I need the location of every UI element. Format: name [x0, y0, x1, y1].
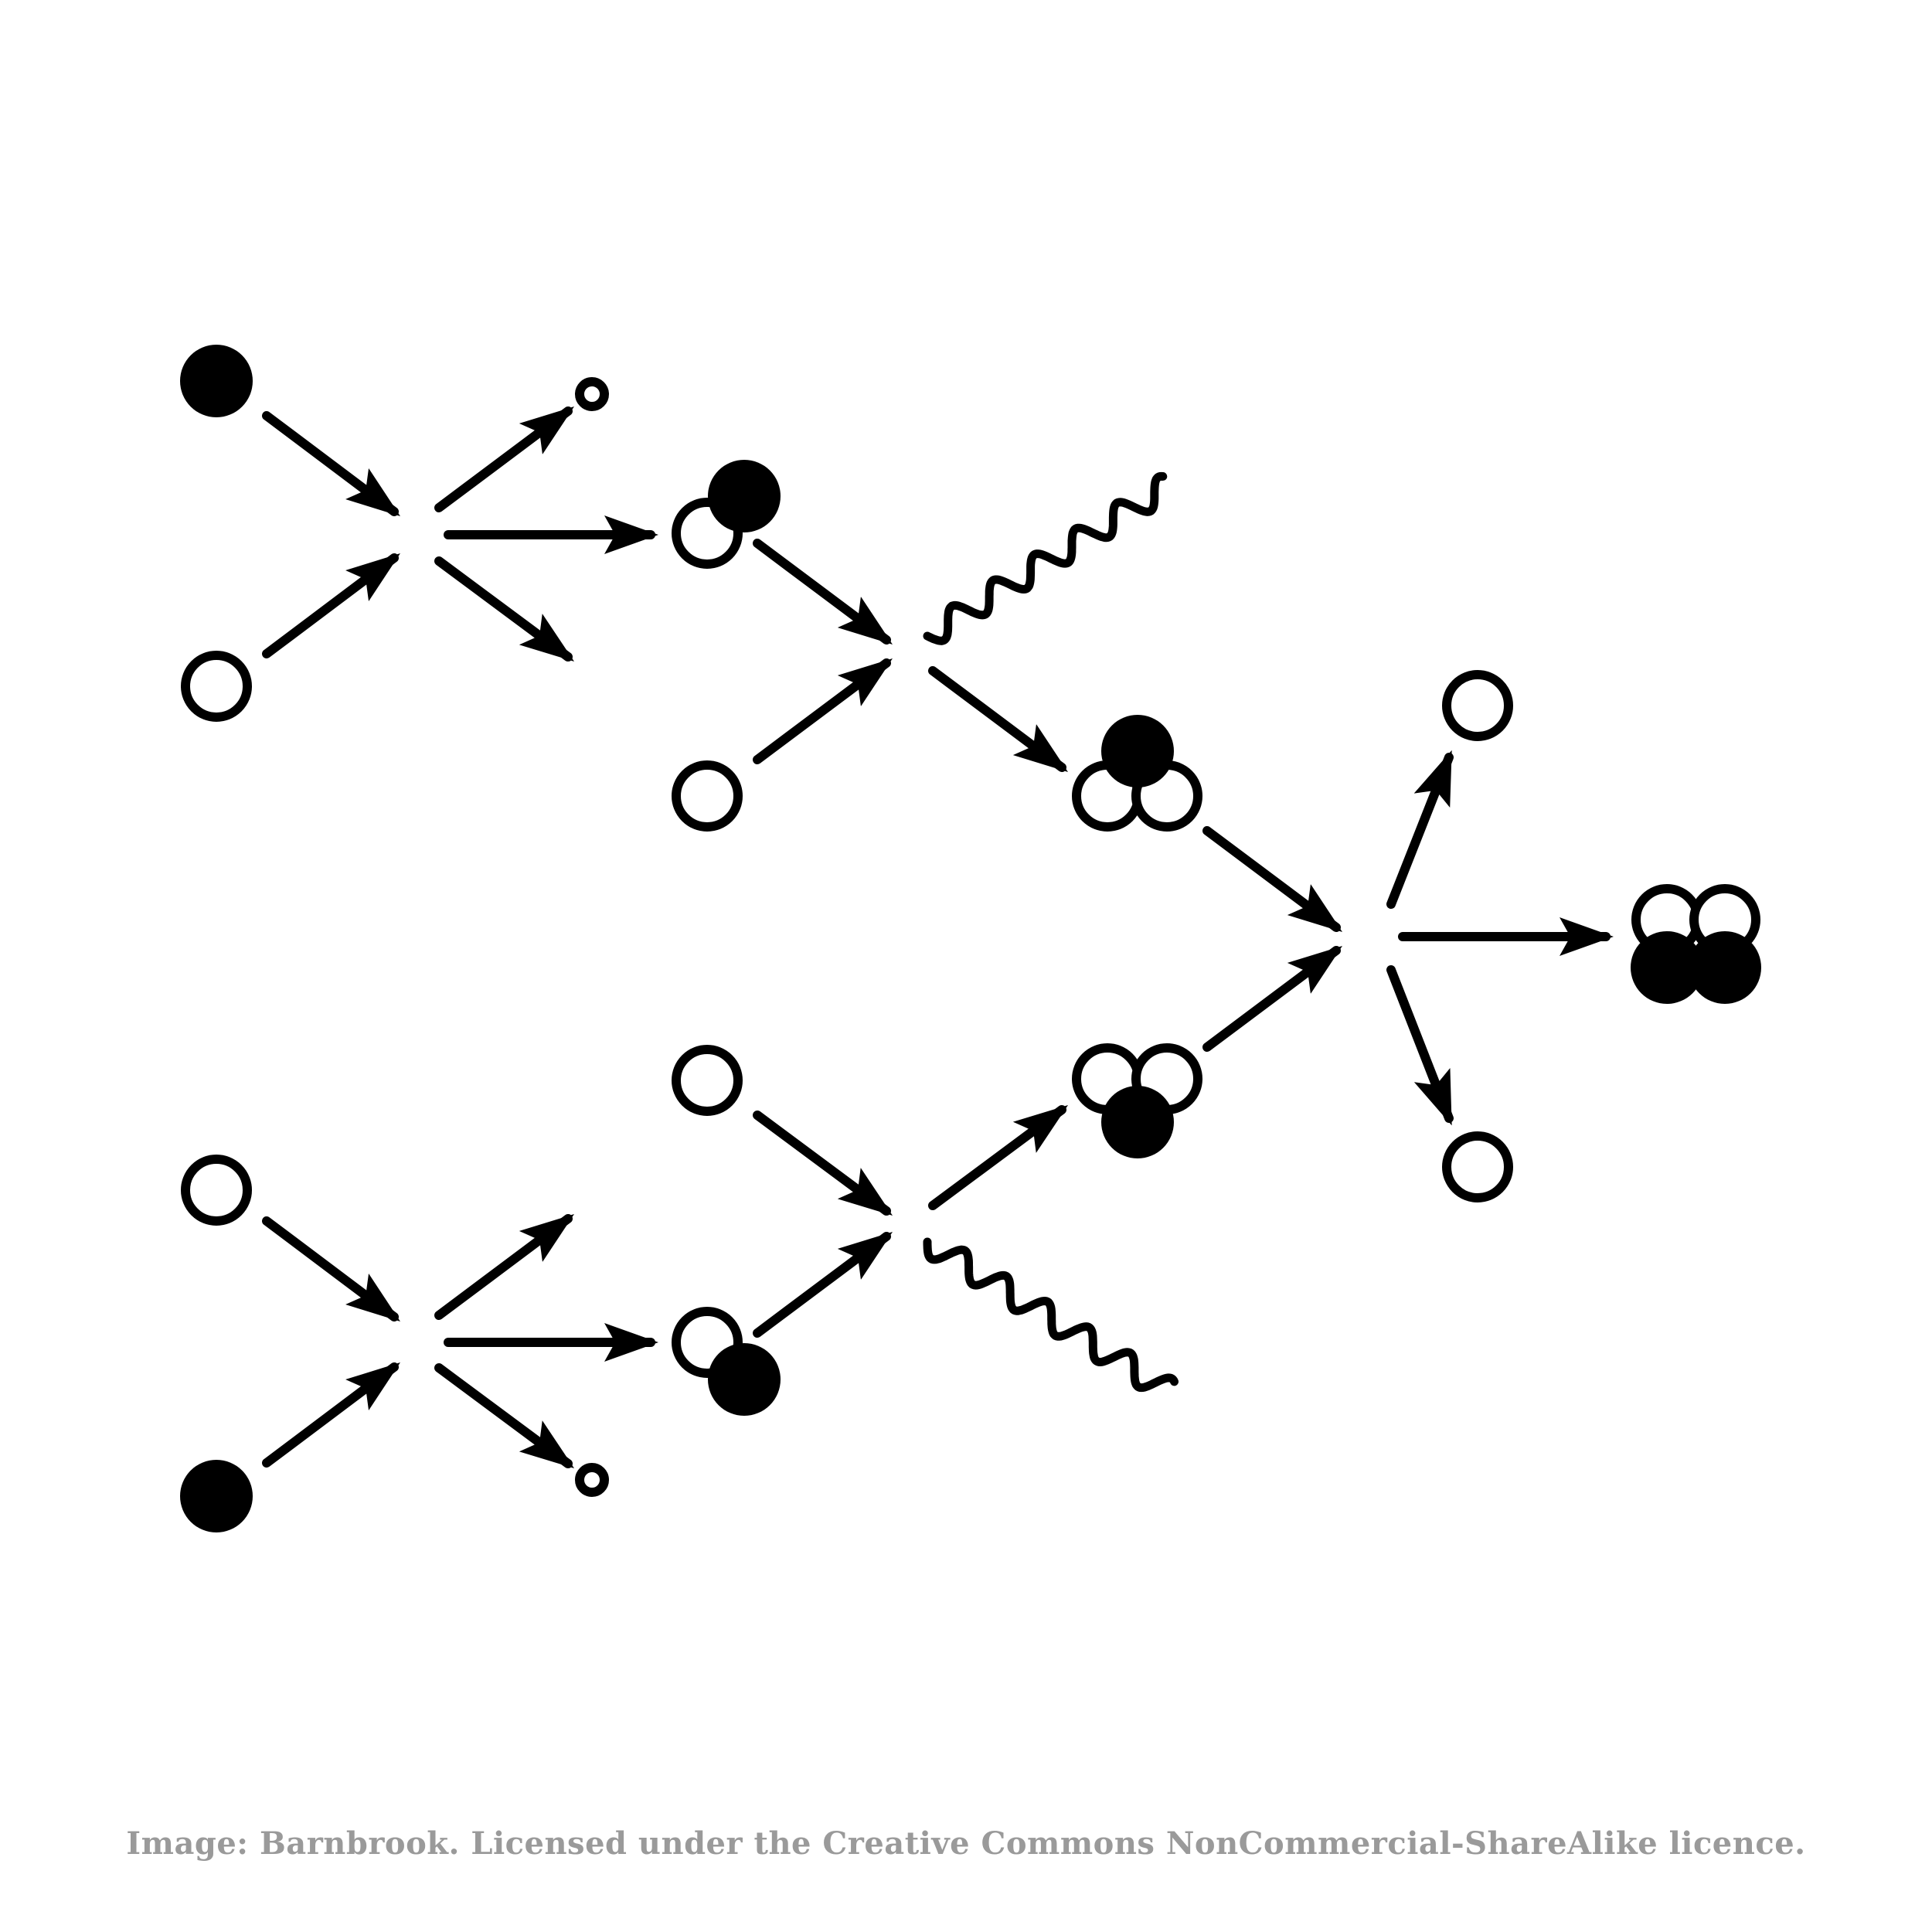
reaction-arrow	[262, 553, 400, 658]
reaction-arrow	[1202, 826, 1343, 932]
particles-layer	[180, 345, 1761, 1532]
reaction-arrow	[1386, 750, 1454, 909]
image-credit: Image: Barnbrook. Licensed under the Cre…	[126, 1825, 1806, 1862]
reaction-arrow	[262, 411, 400, 517]
reaction-arrow	[928, 1105, 1069, 1210]
gamma-ray-wave	[923, 1237, 1179, 1393]
positron-neutrino	[575, 377, 609, 411]
neutron	[1442, 670, 1513, 741]
reaction-arrow	[262, 1362, 400, 1468]
arrows-layer	[262, 406, 1614, 1468]
reaction-arrow	[1202, 946, 1343, 1052]
reaction-arrow	[1386, 965, 1454, 1126]
proton	[708, 1343, 781, 1416]
reaction-arrow	[753, 1111, 893, 1216]
reaction-arrow	[434, 1214, 575, 1320]
neutron	[672, 1045, 743, 1116]
proton	[1101, 1086, 1174, 1158]
reaction-arrow	[434, 406, 575, 512]
reaction-arrow	[262, 1216, 400, 1322]
neutron	[181, 1155, 252, 1226]
proton	[1689, 931, 1761, 1004]
neutron	[672, 760, 743, 832]
proton	[180, 1460, 253, 1532]
neutron	[1442, 1131, 1513, 1202]
reaction-arrow	[434, 1363, 575, 1468]
proton	[1631, 931, 1703, 1004]
reaction-arrow	[753, 1232, 893, 1338]
gamma-rays-layer	[923, 471, 1179, 1393]
proton	[180, 345, 253, 417]
reaction-arrow	[753, 658, 893, 764]
gamma-ray-wave	[923, 471, 1168, 645]
proton	[708, 460, 781, 532]
neutron	[181, 651, 252, 722]
reaction-arrow	[928, 666, 1069, 772]
reaction-arrow	[434, 556, 575, 662]
reaction-arrow	[753, 539, 893, 645]
positron-neutrino	[575, 1463, 609, 1497]
proton	[1101, 715, 1174, 787]
